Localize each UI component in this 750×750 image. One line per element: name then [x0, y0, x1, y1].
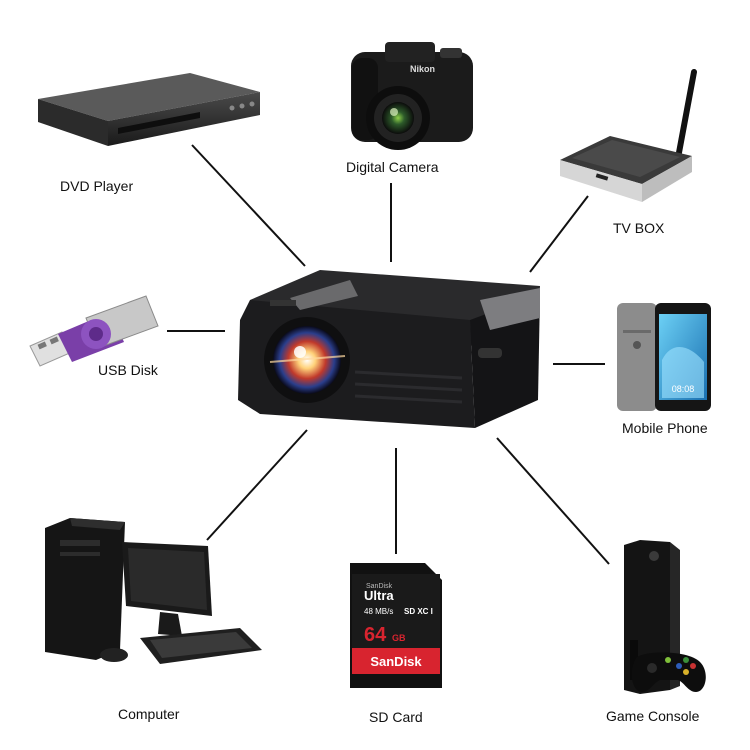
phone-clock: 08:08: [672, 384, 695, 394]
label-mobile-phone: Mobile Phone: [622, 420, 708, 436]
line-console: [496, 437, 610, 565]
projector-icon: [238, 270, 540, 428]
label-game-console: Game Console: [606, 708, 700, 724]
connector-lines: [167, 144, 610, 565]
label-computer: Computer: [118, 706, 180, 722]
digital-camera-icon: Nikon: [351, 42, 473, 150]
sd-capacity: 64: [364, 624, 387, 646]
label-dvd-player: DVD Player: [60, 178, 134, 194]
line-computer: [206, 429, 308, 541]
camera-brand: Nikon: [410, 64, 435, 74]
sd-maker: SanDisk: [366, 583, 393, 590]
label-tv-box: TV BOX: [613, 220, 665, 236]
sd-class: SD XC I: [404, 607, 433, 616]
line-tvbox: [529, 195, 589, 273]
sd-unit: GB: [392, 633, 406, 643]
game-console-icon: [624, 540, 706, 694]
label-usb-disk: USB Disk: [98, 362, 158, 378]
computer-icon: [45, 518, 262, 664]
usb-disk-icon: [29, 295, 159, 367]
sd-brand: SanDisk: [370, 654, 422, 669]
label-digital-camera: Digital Camera: [346, 159, 439, 175]
mobile-phone-icon: 08:08: [617, 303, 711, 411]
sd-speed: 48 MB/s: [364, 607, 393, 616]
sd-line: Ultra: [364, 588, 394, 603]
line-dvd: [191, 144, 306, 267]
dvd-player-icon: [38, 73, 260, 146]
sd-card-icon: SanDisk Ultra 48 MB/s SD XC I 64 GB SanD…: [350, 563, 442, 688]
tv-box-icon: [560, 69, 697, 202]
label-sd-card: SD Card: [369, 709, 423, 725]
